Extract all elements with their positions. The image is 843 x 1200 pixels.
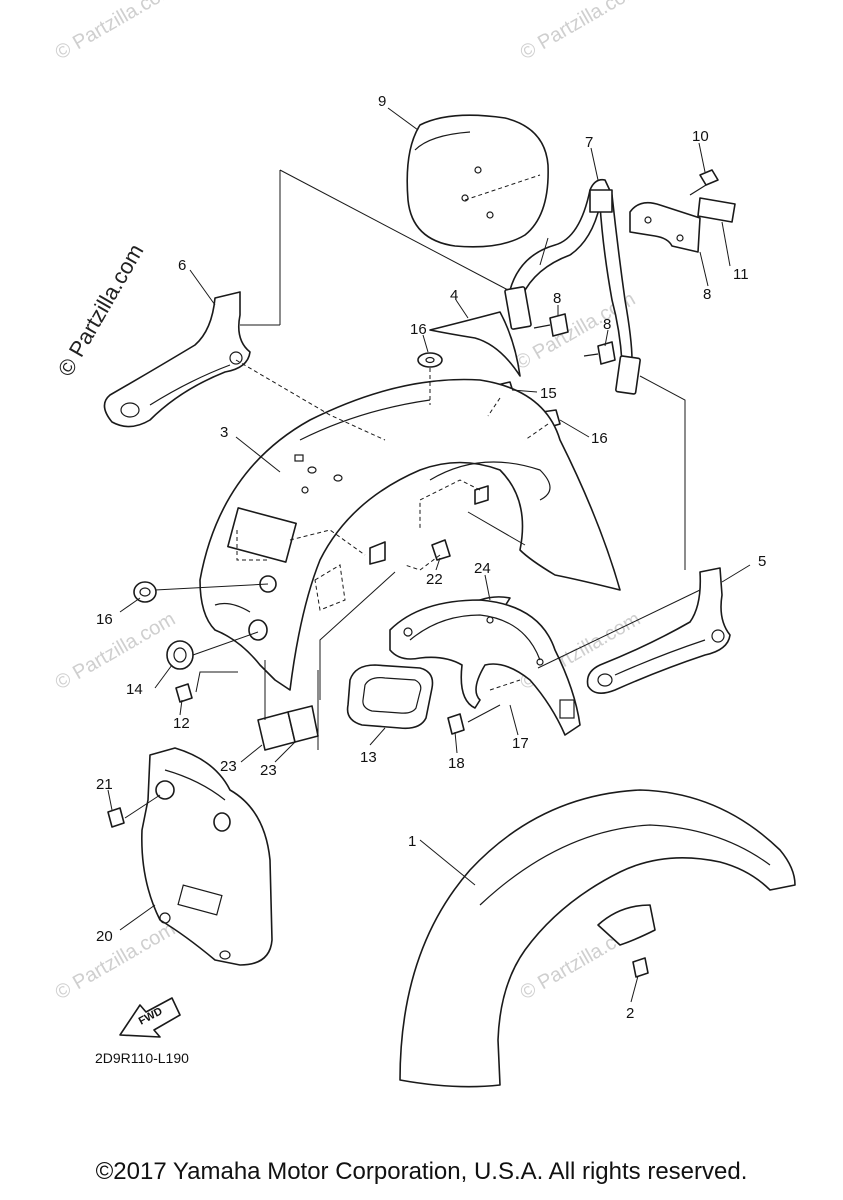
- callout-15: 14: [126, 681, 143, 698]
- callout-17: 16: [410, 321, 427, 338]
- fwd-arrow-icon: FWD: [119, 997, 181, 1038]
- part-washer[interactable]: [417, 352, 443, 368]
- part-grommet-15[interactable]: [166, 640, 194, 670]
- part-grommet-16-left[interactable]: [133, 581, 157, 603]
- part-bolt-8a[interactable]: [533, 313, 569, 337]
- part-rear-fender[interactable]: [199, 378, 621, 691]
- callout-14: 13: [360, 749, 377, 766]
- callout-5: 5: [758, 553, 766, 570]
- callout-21: 21: [96, 776, 113, 793]
- diagram-reference: 2D9R110-L190: [95, 1050, 189, 1066]
- copyright-notice: ©2017 Yamaha Motor Corporation, U.S.A. A…: [95, 1158, 748, 1185]
- callout-16a: 15: [540, 385, 557, 402]
- callout-23b: 23: [260, 762, 277, 779]
- callout-2: 2: [626, 1005, 634, 1022]
- watermark-faint: © Partzilla.com: [52, 918, 180, 1004]
- callout-19: 18: [448, 755, 465, 772]
- callout-8b: 8: [603, 316, 611, 333]
- part-bolt-19[interactable]: [447, 713, 465, 735]
- part-bolt-8b[interactable]: [583, 341, 616, 365]
- callout-23a: 23: [220, 758, 237, 775]
- callout-10: 8: [703, 286, 711, 303]
- callout-22: 22: [426, 571, 443, 588]
- part-side-stay-right[interactable]: [586, 567, 731, 694]
- callout-6: 6: [178, 257, 186, 274]
- part-bolt-13[interactable]: [175, 683, 193, 703]
- callout-20: 20: [96, 928, 113, 945]
- part-bolt-2[interactable]: [632, 957, 649, 978]
- part-license-bracket[interactable]: [141, 747, 273, 966]
- part-backrest-frame[interactable]: [504, 178, 641, 395]
- assembly-lines: [124, 169, 701, 819]
- callout-16c: 16: [96, 611, 113, 628]
- callout-24: 24: [474, 560, 491, 577]
- part-nut-22[interactable]: [431, 539, 451, 561]
- callout-1: 1: [408, 833, 416, 850]
- watermark-faint: © Partzilla.com: [517, 0, 645, 64]
- part-bolt-11[interactable]: [689, 169, 719, 196]
- part-damper[interactable]: [697, 197, 736, 223]
- callout-11: 10: [692, 128, 709, 145]
- callout-13: 12: [173, 715, 190, 732]
- part-front-fender[interactable]: [399, 789, 796, 1088]
- part-side-stay-left[interactable]: [103, 291, 251, 428]
- callout-8a: 8: [553, 290, 561, 307]
- callout-leaders: [107, 107, 751, 1003]
- watermark-main: © Partzilla.com: [53, 240, 149, 381]
- callout-3: 3: [220, 424, 228, 441]
- part-reflector[interactable]: [346, 664, 434, 730]
- part-emblem[interactable]: [429, 311, 521, 377]
- callout-9: 9: [378, 93, 386, 110]
- callout-16b: 16: [591, 430, 608, 447]
- part-bracket[interactable]: [629, 201, 701, 253]
- watermark-faint: © Partzilla.com: [52, 0, 180, 64]
- callout-18: 17: [512, 735, 529, 752]
- callout-labels: 9 7 10 11 8 8 8 6 4 16 15 16 3 5 16 14 1…: [96, 93, 766, 1022]
- part-tape-23[interactable]: [257, 705, 319, 751]
- callout-12: 11: [733, 266, 749, 283]
- part-bolt-21[interactable]: [107, 807, 125, 828]
- part-backrest-pad[interactable]: [406, 114, 549, 248]
- callout-7: 7: [585, 134, 593, 151]
- callout-4: 4: [450, 287, 458, 304]
- part-inner-fender[interactable]: [389, 599, 581, 736]
